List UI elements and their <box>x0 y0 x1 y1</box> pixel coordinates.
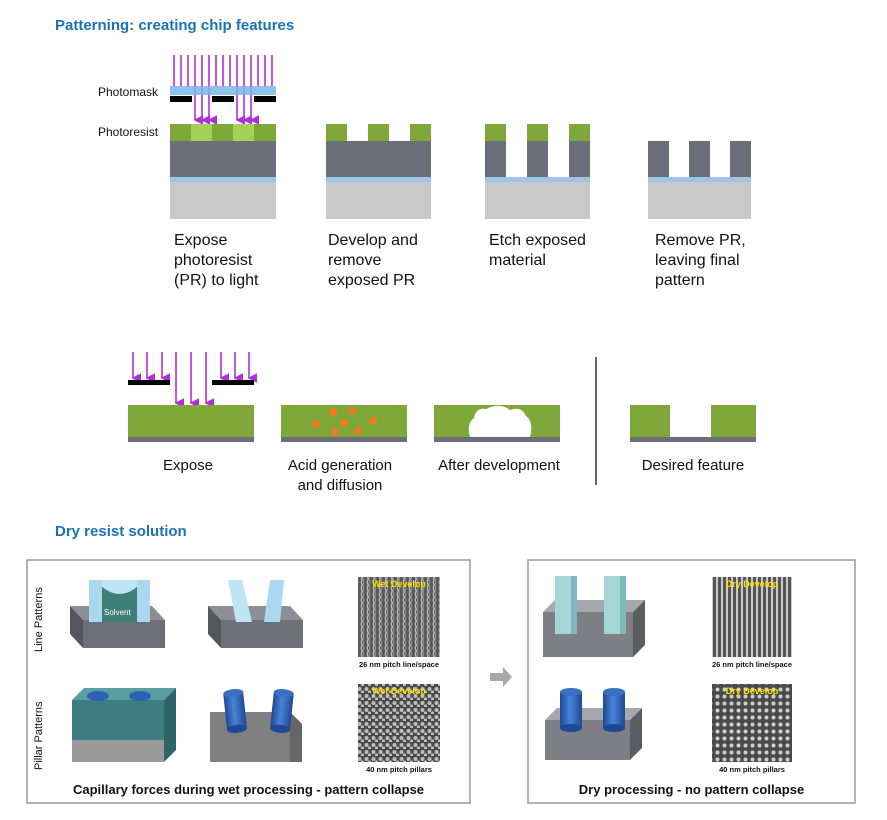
mech-desired <box>630 405 756 442</box>
dry-box-caption: Dry processing - no pattern collapse <box>578 782 805 797</box>
wet-pillar-sem <box>358 684 440 762</box>
step3-stack <box>485 124 590 219</box>
row-label-line: Line Patterns <box>33 587 45 652</box>
mech-expose <box>128 352 257 442</box>
dry-line-sem <box>712 577 792 657</box>
solvent-label: Solvent <box>104 608 131 617</box>
mech-acid <box>281 405 407 442</box>
step-label-etch: Etch exposed material <box>489 232 586 269</box>
wet-line-caption: 26 nm pitch line/space <box>358 660 440 669</box>
photoresist-label: Photoresist <box>98 125 159 139</box>
dry-resist-title: Dry resist solution <box>55 523 187 540</box>
mech-label-expose: Expose <box>162 457 214 474</box>
step1-stack <box>170 55 276 219</box>
wet-line-sem <box>358 577 440 657</box>
mech-label-after: After development <box>438 457 560 474</box>
dry-line-sem-label: Dry Develop <box>725 579 779 589</box>
row-label-pillar: Pillar Patterns <box>33 701 45 770</box>
dry-pillar-caption: 40 nm pitch pillars <box>719 765 785 774</box>
step-label-expose: Expose photoresist (PR) to light <box>174 232 259 289</box>
step-label-develop: Develop and remove exposed PR <box>328 232 418 289</box>
compare-arrow <box>490 667 512 687</box>
step4-stack <box>648 141 751 219</box>
wet-line-solvent <box>70 580 165 648</box>
wet-pillar-caption: 40 nm pitch pillars <box>366 765 432 774</box>
step-label-remove: Remove PR, leaving final pattern <box>655 232 746 289</box>
wet-line-sem-label: Wet Develop <box>372 579 426 589</box>
wet-box-border <box>26 559 471 804</box>
dry-pillar-sem <box>712 684 792 762</box>
mech-after <box>434 405 560 442</box>
patterning-title: Patterning: creating chip features <box>55 17 295 34</box>
wet-line-collapsed <box>208 580 303 648</box>
photomask-label: Photomask <box>98 85 159 99</box>
wet-pillar-collapsed <box>210 688 302 762</box>
dry-line-pattern <box>543 576 645 657</box>
dry-pillar-pattern <box>545 688 642 760</box>
mech-label-acid: Acid generation and diffusion <box>287 457 393 494</box>
mech-label-desired: Desired feature <box>641 457 745 474</box>
dry-line-caption: 26 nm pitch line/space <box>711 660 793 669</box>
wet-box-caption: Capillary forces during wet processing -… <box>72 782 425 797</box>
dry-pillar-sem-label: Dry Develop <box>725 686 779 696</box>
dry-box-border <box>527 559 856 804</box>
wet-pillar-sem-label: Wet Develop <box>372 686 426 696</box>
step2-stack <box>326 124 431 219</box>
wet-pillar-solvent <box>72 688 176 762</box>
